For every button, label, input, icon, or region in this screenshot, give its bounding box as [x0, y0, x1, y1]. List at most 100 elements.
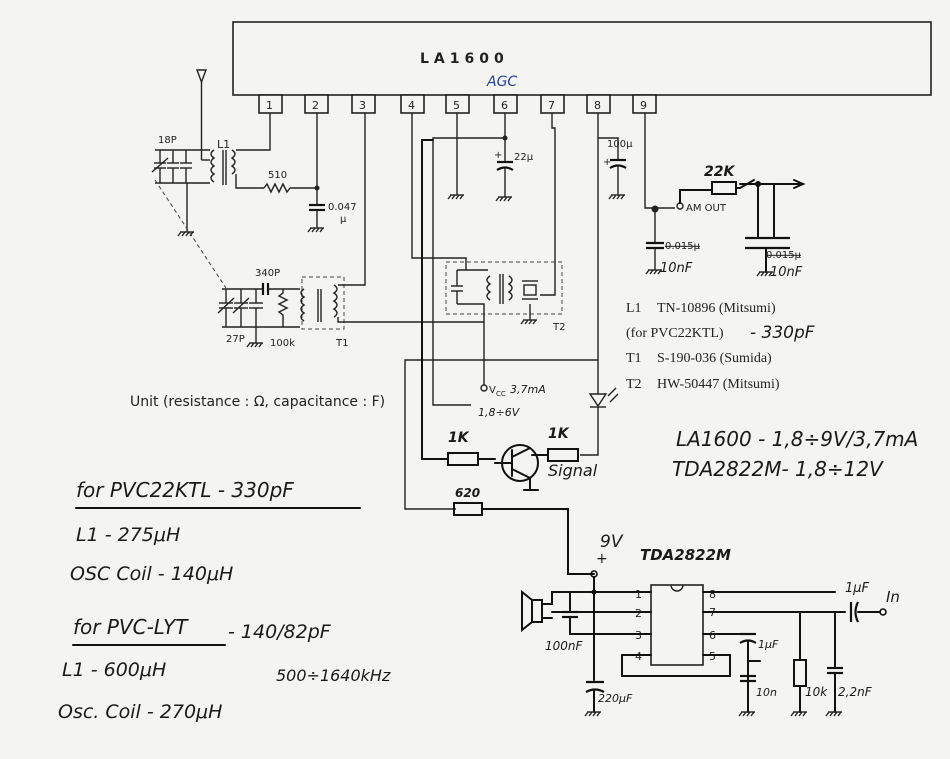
t2-ceramic-filter: [523, 284, 537, 296]
t1-label: T1: [335, 338, 348, 349]
coil-row-2-value: (for PVC22KTL): [626, 326, 724, 341]
r-22k-label: 22K: [704, 164, 735, 180]
c-0047-unit: μ: [340, 214, 347, 225]
coil-row-t2-label: T2: [626, 377, 642, 392]
pin-num-5: 5: [453, 99, 460, 112]
resistor-22k-icon: [711, 181, 737, 195]
note-pvc22ktl-l1: L1 - 275μH: [76, 524, 180, 546]
unit-note: Unit (resistance : Ω, capacitance : F): [130, 394, 385, 410]
c-22nf-label: 2,2nF: [838, 685, 873, 699]
resistor-1k-a-icon: [447, 452, 479, 466]
note-pvc22ktl-osc: OSC Coil - 140μH: [70, 563, 233, 585]
amp-pin-3: 3: [635, 629, 642, 642]
spec-tda2822m: TDA2822M- 1,8÷12V: [672, 457, 884, 481]
coil-row-t1-label: T1: [626, 351, 642, 366]
pin-num-1: 1: [266, 99, 273, 112]
c-1uf-in-label: 1μF: [845, 581, 870, 596]
resistor-10k-icon: [793, 659, 807, 687]
c-1uf-a-label: 1μF: [758, 638, 779, 651]
amp-pin-6: 6: [709, 629, 716, 642]
la1600-pins: 1 2 3 4 5 6 7 8 9: [258, 94, 657, 114]
signal-label: Signal: [548, 461, 598, 480]
c-220uf-label: 220μF: [598, 692, 633, 705]
pin-num-3: 3: [359, 99, 366, 112]
coil-table: L1 TN-10896 (Mitsumi) (for PVC22KTL) - 3…: [626, 301, 815, 392]
c-100u-plus: +: [603, 157, 611, 168]
c-100u-label: 100μ: [607, 139, 633, 150]
t1-coil-primary: [300, 288, 306, 322]
pin-num-7: 7: [548, 99, 555, 112]
l1-label: L1: [217, 138, 230, 151]
speaker-icon: [531, 599, 543, 623]
vcc-label: V: [489, 385, 496, 396]
c-10nf-a-label: 10nF: [660, 261, 693, 276]
amp-pin-2: 2: [635, 607, 642, 620]
tda2822m-label: TDA2822M: [640, 546, 731, 564]
la1600-body: [232, 21, 932, 96]
vcc-current: 3,7mA: [510, 383, 546, 396]
t2-label: T2: [552, 322, 565, 333]
c-10nf-b-label: 10nF: [770, 265, 803, 280]
note-pvclyt-l1: L1 - 600μH: [62, 659, 166, 681]
amp-pin-5: 5: [709, 650, 716, 663]
c-18p-label: 18P: [158, 135, 177, 146]
t2-coil-primary: [486, 275, 492, 301]
note-pvc22ktl-heading: for PVC22KTL - 330pF: [76, 478, 294, 502]
oscillator-section: 340P 27P 100k T1: [217, 113, 484, 349]
pin-box-3: [351, 94, 376, 114]
r-10k-label: 10k: [805, 685, 828, 699]
resistor-1k-b-icon: [547, 448, 579, 462]
amp-pin-1: 1: [635, 588, 642, 601]
amp-pin-8: 8: [709, 588, 716, 601]
r-620-label: 620: [455, 486, 480, 500]
signal-indicator-section: V CC 3,7mA 1,8÷6V 1K Signal 1K 620: [404, 139, 619, 575]
resistor-620-icon: [453, 502, 483, 516]
pin-num-9: 9: [640, 99, 647, 112]
resistor-100k-icon: [277, 289, 289, 327]
la1600-label: LA1600: [420, 51, 509, 67]
c-0015-struck-a: 0.015μ: [665, 241, 701, 252]
led-icon: [588, 393, 608, 408]
note-pvclyt-heading: for PVC-LYT: [73, 615, 189, 639]
coil-row-t1-value: S-190-036 (Sumida): [657, 351, 772, 366]
tda2822m-section: 9V + TDA2822M 1 2 3 4 8 7 6 5 100nF: [521, 532, 900, 717]
am-out-label: AM OUT: [686, 203, 727, 214]
note-pvclyt-heading-tail: - 140/82pF: [228, 621, 332, 643]
amp-pin-4: 4: [635, 650, 642, 663]
c-22u-label: 22μ: [514, 152, 534, 163]
antenna-icon: [195, 69, 208, 84]
in-label: In: [886, 588, 900, 606]
if-section: + 22μ T2: [411, 113, 565, 406]
pin-num-6: 6: [501, 99, 508, 112]
coil-row-l1-label: L1: [626, 301, 642, 316]
note-pvclyt-osc: Osc. Coil - 270μH: [58, 701, 222, 723]
t2-can: [445, 261, 563, 315]
l1-coil-secondary: [230, 149, 236, 175]
c-100nf-label: 100nF: [545, 639, 584, 653]
notes-pvclyt: for PVC-LYT - 140/82pF L1 - 600μH 500÷16…: [58, 615, 391, 723]
v9-plus: +: [596, 551, 608, 567]
r-1k-a-label: 1K: [448, 430, 470, 446]
t1-coil-secondary: [332, 284, 338, 318]
note-pvclyt-freq: 500÷1640kHz: [276, 666, 391, 685]
notes-pvc22ktl: for PVC22KTL - 330pF L1 - 275μH OSC Coil…: [70, 478, 361, 585]
pin8-section: 100μ +: [597, 113, 633, 372]
c-340p-label: 340P: [255, 268, 280, 279]
v9-label: 9V: [600, 532, 624, 552]
l1-coil-primary: [210, 149, 216, 183]
coil-row-l1-value: TN-10896 (Mitsumi): [657, 301, 776, 316]
coil-row-2-note: - 330pF: [750, 323, 815, 343]
resistor-510-icon: [263, 182, 291, 194]
c-22u-plus: +: [494, 150, 502, 161]
r-100k-label: 100k: [270, 338, 295, 349]
r-1k-b-label: 1K: [548, 426, 570, 442]
antenna-section: L1 510 0.047 μ 18P: [151, 69, 357, 289]
vcc-range: 1,8÷6V: [478, 406, 521, 419]
tda2822m-body: [650, 584, 704, 666]
t2-coil-secondary: [507, 275, 513, 301]
r-510-label: 510: [268, 170, 287, 181]
spec-la1600: LA1600 - 1,8÷9V/3,7mA: [676, 427, 918, 451]
am-out-section: 0.015μ 10nF AM OUT 22K 0.015μ 10nF: [644, 113, 806, 280]
